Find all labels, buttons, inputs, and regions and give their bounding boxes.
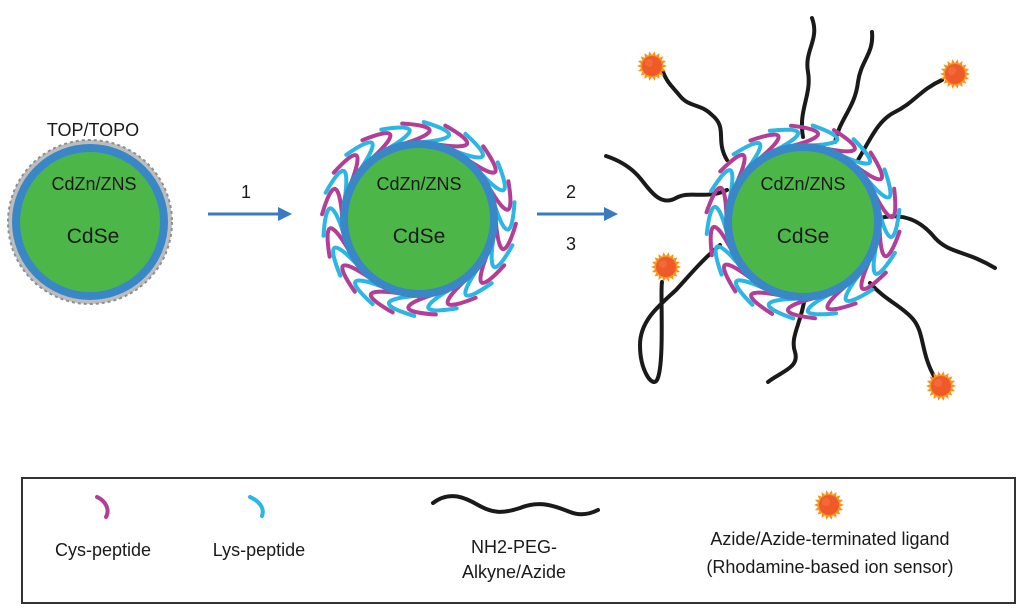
shell-label: CdZn/ZNS <box>760 174 845 194</box>
legend-box <box>21 477 1016 604</box>
legend-ligand-line1: Azide/Azide-terminated ligand <box>710 529 949 549</box>
qd-peptide-coated: CdZn/ZNS CdSe <box>320 120 518 318</box>
arrow-step-1: 1 <box>208 182 292 221</box>
qd-core-shell <box>12 144 168 300</box>
arrow-step-2-3: 2 3 <box>537 182 618 254</box>
legend-cys-label: Cys-peptide <box>55 540 151 560</box>
sensor-ligand-icon <box>651 252 681 282</box>
sensor-ligands <box>637 51 970 401</box>
shell-label: CdZn/ZNS <box>51 174 136 194</box>
core-label: CdSe <box>777 225 830 248</box>
sensor-ligand-icon <box>940 59 970 89</box>
legend: Cys-peptide Lys-peptide NH2-PEG- Alkyne/… <box>21 477 1016 604</box>
cys-peptide-icon <box>95 495 110 519</box>
lys-peptide-icon <box>248 495 265 518</box>
qd-topo-coated: TOP/TOPO CdZn/ZNS CdSe <box>7 120 173 305</box>
peg-chain <box>868 281 937 380</box>
peg-chain <box>833 30 875 144</box>
peg-chain <box>766 300 806 384</box>
qd-core-shell <box>340 140 498 298</box>
sensor-ligand-icon <box>926 371 956 401</box>
peg-chain-icon <box>431 494 600 517</box>
step-label-3: 3 <box>566 234 576 254</box>
qd-core-shell <box>724 143 882 301</box>
peg-chain <box>856 78 944 162</box>
shell-label: CdZn/ZNS <box>376 174 461 194</box>
peg-chain <box>637 243 722 384</box>
legend-peg-line2: Alkyne/Azide <box>462 562 566 582</box>
legend-ligand-line2: (Rhodamine-based ion sensor) <box>706 557 953 577</box>
sensor-ligand-icon <box>637 51 667 81</box>
legend-peg-line1: NH2-PEG- <box>471 537 557 557</box>
peg-chain <box>604 154 729 203</box>
coating-label: TOP/TOPO <box>47 120 139 140</box>
qd-peg-sensor: CdZn/ZNS CdSe <box>604 16 997 401</box>
core-label: CdSe <box>67 225 120 248</box>
legend-lys-label: Lys-peptide <box>213 540 305 560</box>
step-label-2: 2 <box>566 182 576 202</box>
ligand-burst-icon <box>814 490 844 520</box>
peg-chain <box>799 16 817 139</box>
peg-chain <box>661 70 729 162</box>
core-label: CdSe <box>393 225 446 248</box>
step-label-1: 1 <box>241 182 251 202</box>
